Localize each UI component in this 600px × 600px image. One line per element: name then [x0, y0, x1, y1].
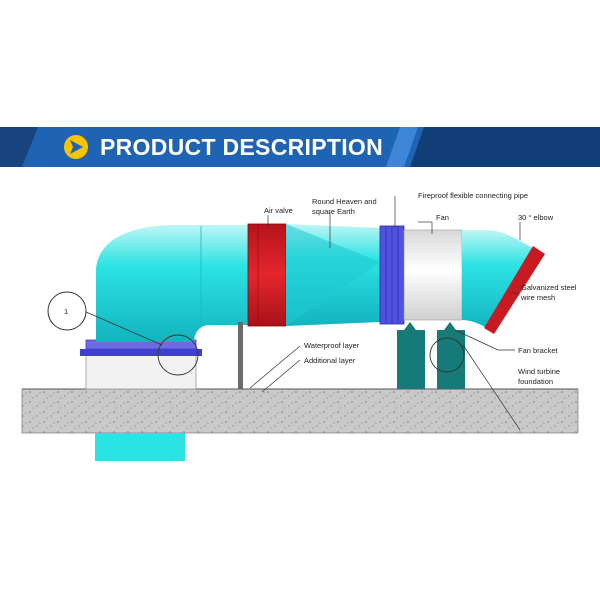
mesh-label-1: Galvanized steel [521, 283, 577, 292]
roof-curb [85, 354, 197, 390]
fan-stand-right [437, 330, 465, 389]
air-valve [247, 223, 287, 327]
support-post [238, 322, 243, 389]
mesh-label-2: wire mesh [520, 293, 555, 302]
duct-elbow-left [96, 225, 248, 342]
detail-circle-left [47, 291, 87, 331]
banner-stripe [386, 127, 418, 167]
foundation-label-2: foundation [518, 377, 553, 386]
banner-dark-strip [0, 127, 38, 167]
round-heaven-label-1: Round Heaven and [312, 197, 377, 206]
fan-bracket-right [444, 322, 456, 330]
waterproof-label: Waterproof layer [304, 341, 360, 350]
fan-label: Fan [436, 213, 449, 222]
wire-mesh [484, 246, 545, 334]
duct-below-slab [95, 433, 185, 461]
air-valve-label: Air valve [264, 206, 293, 215]
additional-label: Additional layer [304, 356, 356, 365]
elbow-label: 30 ° elbow [518, 213, 554, 222]
banner-title: PRODUCT DESCRIPTION [100, 134, 383, 160]
fan-bracket-left [404, 322, 416, 330]
detail-circle-curb [157, 334, 199, 376]
banner-stripe-2 [410, 127, 600, 167]
curb-flange-bottom [80, 349, 202, 356]
detail-circle-fan-stand [429, 337, 465, 373]
detail-leader [85, 311, 163, 346]
fireproof-pipe-label: Fireproof flexible connecting pipe [418, 191, 528, 200]
round-heaven-label-2: square Earth [312, 207, 355, 216]
duct-right [462, 230, 541, 330]
leader-lines [249, 196, 521, 431]
ground-slab [21, 388, 579, 434]
fan-stand-left [397, 330, 425, 389]
detail-marker-label: 1 [64, 307, 68, 316]
foundation-label-1: Wind turbine [518, 367, 560, 376]
transition-shade [286, 224, 380, 326]
fan-housing [403, 229, 463, 321]
fan-bracket-label: Fan bracket [518, 346, 559, 355]
right-arrow-icon [64, 135, 88, 159]
banner [0, 127, 600, 167]
